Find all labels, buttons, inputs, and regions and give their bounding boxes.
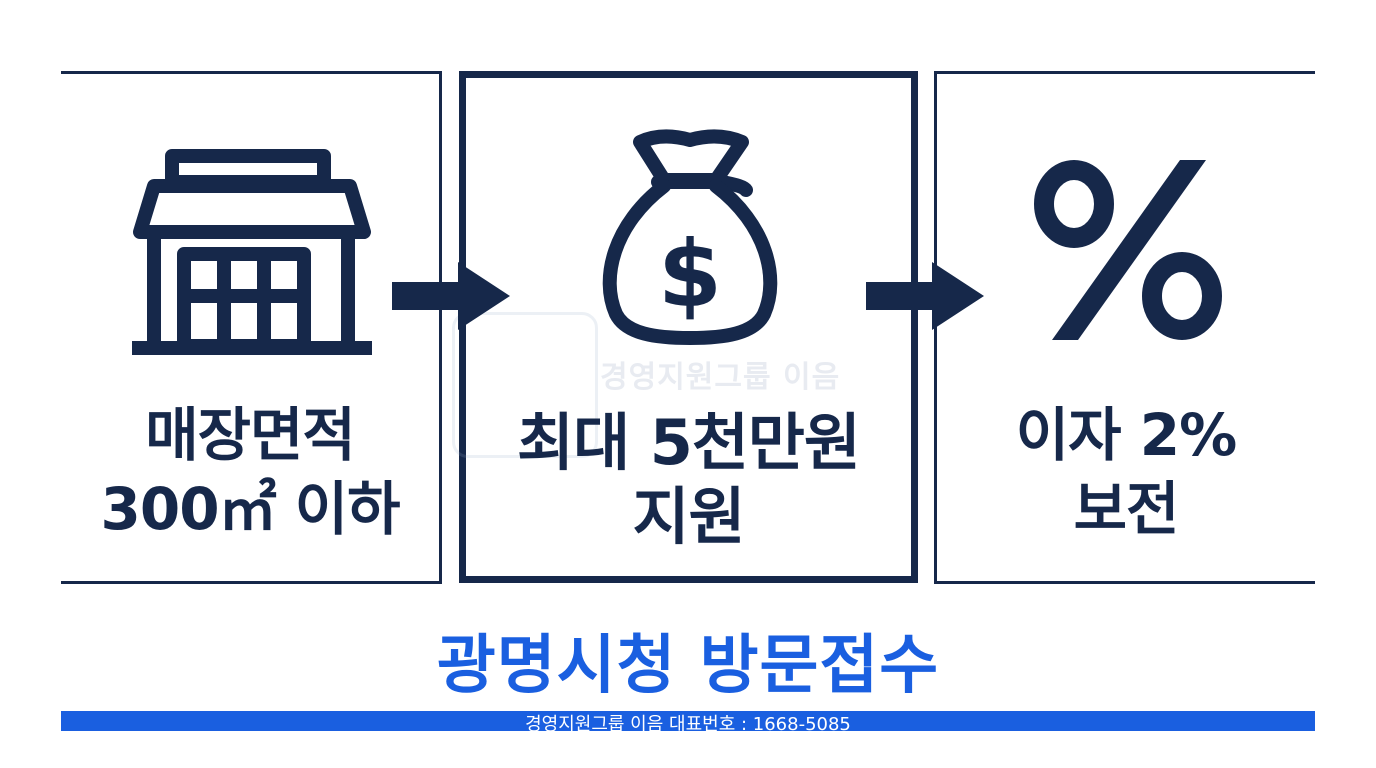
store-icon [132,149,372,355]
arrow-right-icon [866,262,984,330]
right-panel-bottom-border [934,581,1315,584]
right-panel-line2: 보전 [1073,475,1180,543]
center-panel-line2: 지원 [632,480,745,553]
center-panel-line1: 최대 5천만원 [517,406,861,479]
footer-contact-text: 경영지원그룹 이음 대표번호 : 1668-5085 [525,714,851,735]
money-bag-icon: $ [602,129,778,345]
right-panel-top-border [934,71,1315,74]
arrow-right-icon [392,262,510,330]
percent-icon [1034,160,1222,340]
footer-bar [61,711,1315,731]
left-panel-line2: 300㎡ 이하 [100,475,401,543]
left-panel-line1: 매장면적 [145,401,355,469]
svg-text:$: $ [658,221,722,328]
left-panel-right-border [439,71,442,584]
left-panel-bottom-border [61,581,442,584]
watermark-text: 경영지원그룹 이음 [600,360,841,395]
left-panel-top-border [61,71,442,74]
cta-heading: 광명시청 방문접수 [436,629,940,703]
right-panel-line1: 이자 2% [1015,401,1237,469]
watermark-logo [452,312,598,458]
